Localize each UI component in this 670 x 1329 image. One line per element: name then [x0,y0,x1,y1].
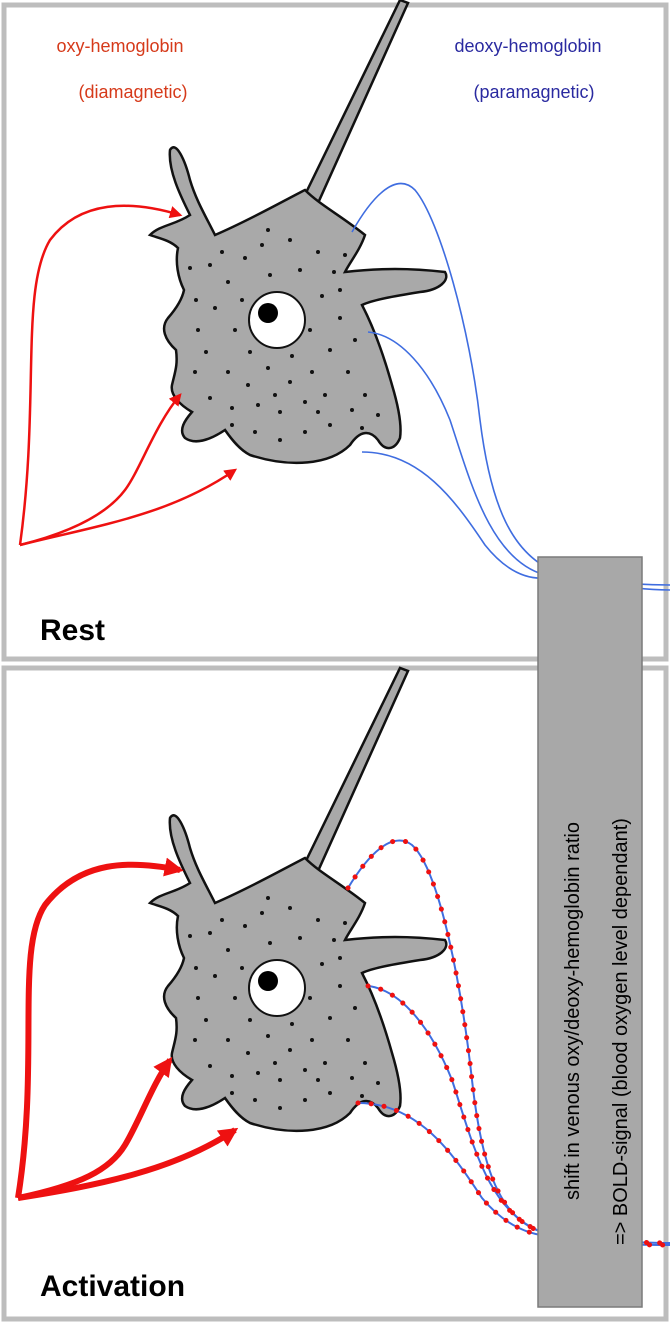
rest-label: Rest [40,614,105,647]
bold-signal-text: => BOLD-signal (blood oxygen level depen… [610,818,632,1245]
deoxy-hemoglobin-label: deoxy-hemoglobin [454,36,601,56]
bold-shift-band: shift in venous oxy/deoxy-hemoglobin rat… [538,557,642,1307]
activation-label: Activation [40,1270,185,1303]
diamagnetic-label: (diamagnetic) [78,82,187,102]
oxy-hemoglobin-label: oxy-hemoglobin [56,36,183,56]
shift-ratio-text: shift in venous oxy/deoxy-hemoglobin rat… [562,822,584,1200]
paramagnetic-label: (paramagnetic) [473,82,594,102]
